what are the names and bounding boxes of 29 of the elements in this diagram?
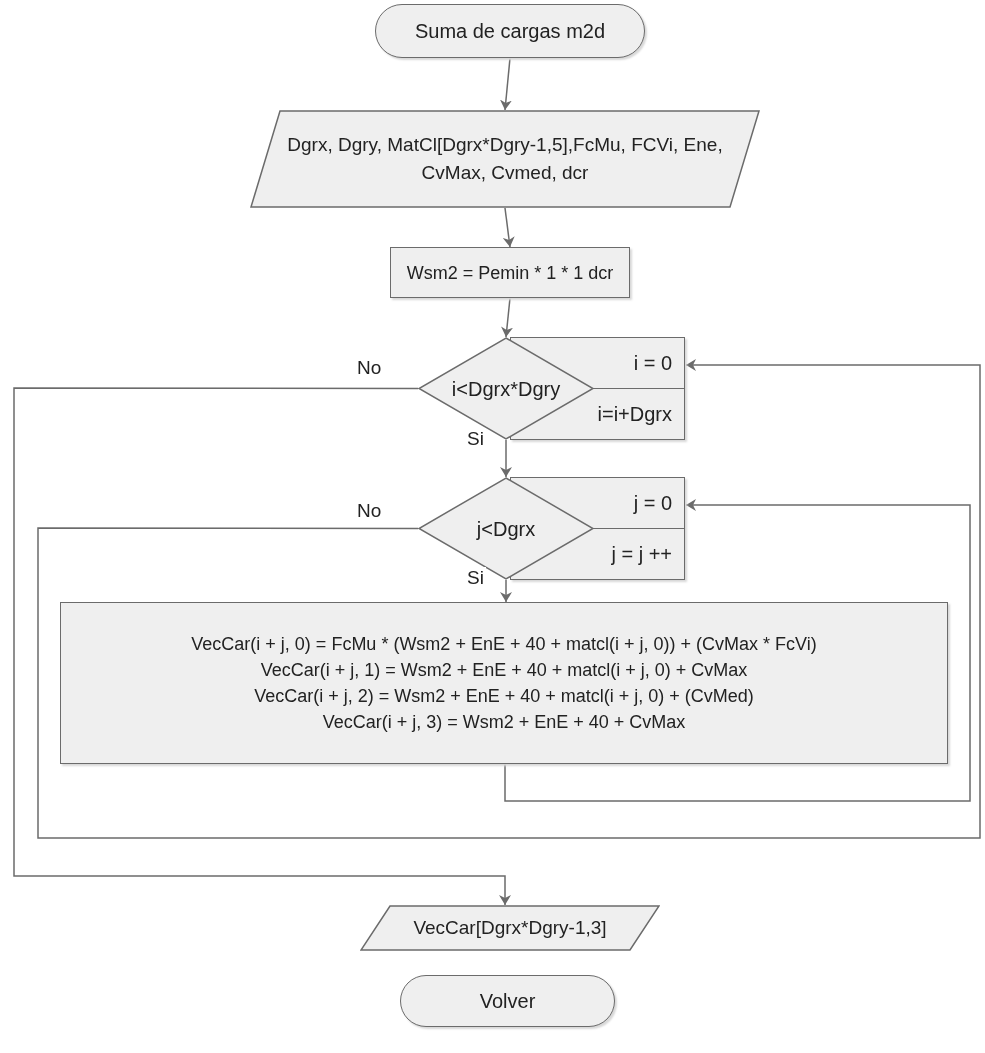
node-text: Suma de cargas m2d (414, 19, 606, 44)
node-text: j<Dgrx (476, 517, 536, 540)
node-text: i<Dgrx*Dgry (451, 377, 561, 400)
node-text: VecCar[Dgrx*Dgry-1,3] (413, 917, 607, 938)
node-text: VecCar(i + j, 0) = FcMu * (Wsm2 + EnE + 40 + matcl(i + j, 0)) + (CvMax * FcVi) (191, 633, 817, 656)
connector-arrow (502, 207, 515, 248)
connector-arrow (37, 359, 981, 839)
node-text: Dgrx, Dgry, MatCl[Dgrx*Dgry-1,5],FcMu, FCVi, Ene, CvMax, Cvmed, dcr (287, 134, 723, 183)
terminator (400, 975, 615, 1027)
node-text: VecCar(i + j, 1) = Wsm2 + EnE + 40 + matcl(i + j, 0) + CvMax (260, 659, 748, 682)
node-text: j = j ++ (611, 542, 672, 567)
connector-arrow (500, 57, 512, 111)
connector-arrow (501, 297, 513, 338)
node-text: i = 0 (633, 351, 672, 376)
connector-arrow (500, 579, 512, 603)
connector-arrow (13, 387, 511, 906)
node-text: Wsm2 = Pemin * 1 * 1 dcr (406, 261, 614, 285)
process-box (60, 602, 948, 764)
terminator (375, 4, 645, 58)
connector-arrow (504, 499, 971, 802)
connector-arrow (500, 439, 512, 478)
process-box (390, 247, 630, 298)
node-text: VecCar(i + j, 2) = Wsm2 + EnE + 40 + matcl(i + j, 0) + (CvMed) (254, 685, 754, 708)
input-output-parallelogram (360, 905, 660, 951)
node-text: VecCar(i + j, 3) = Wsm2 + EnE + 40 + CvMax (322, 711, 686, 734)
input-output-parallelogram (250, 110, 760, 208)
node-text: Volver (479, 989, 536, 1014)
node-text: i=i+Dgrx (597, 402, 672, 427)
node-text: j = 0 (633, 491, 672, 516)
